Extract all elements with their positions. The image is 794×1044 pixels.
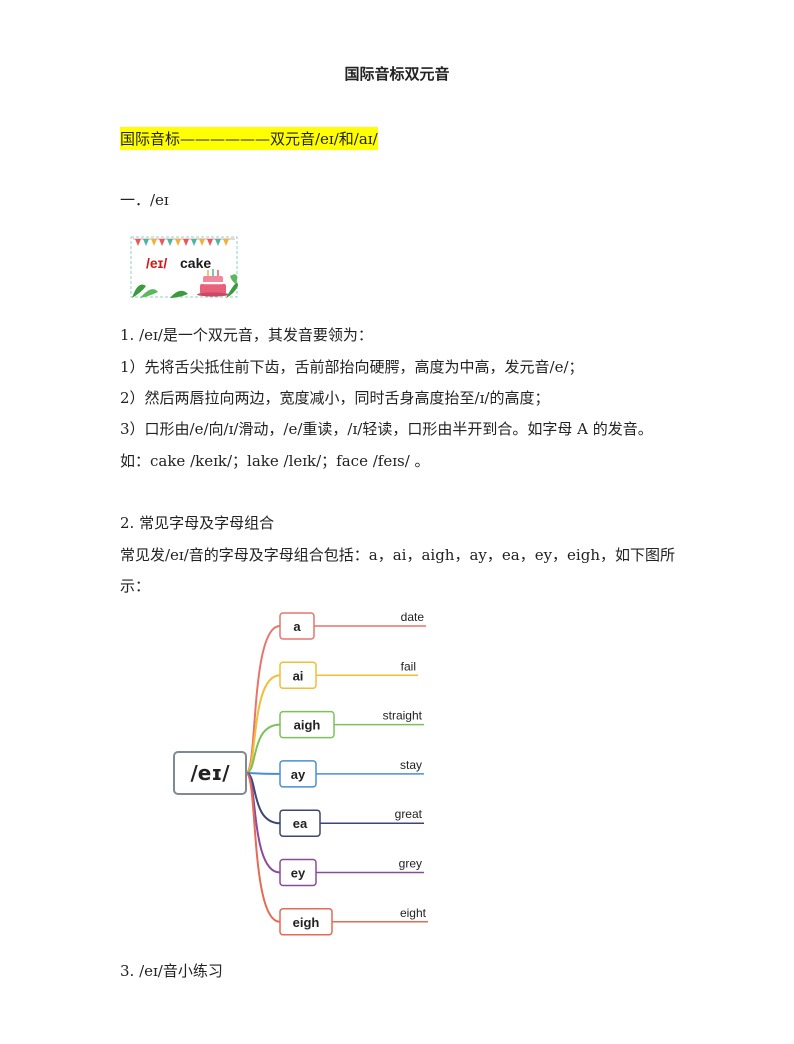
branch-connector <box>245 772 281 923</box>
branch-word: fail <box>401 659 416 673</box>
branch-key: eigh <box>293 915 320 930</box>
mind-map: a date ai fail aigh straight ay stay ea great ey gr… <box>170 600 440 940</box>
branch-key: ay <box>291 767 306 782</box>
branch-key: aigh <box>294 718 321 733</box>
paragraph-5: 如：cake /keɪk/；lake /leɪk/；face /feɪs/ 。 <box>120 452 430 470</box>
root-label: /eɪ/ <box>190 761 230 785</box>
branch-node <box>279 661 317 690</box>
paragraph-8: 示： <box>120 577 151 595</box>
branch-node <box>279 908 333 936</box>
branch-node <box>279 809 321 837</box>
leaf-decoration <box>132 274 238 298</box>
mind-map-svg: a date ai fail aigh straight ay stay ea great ey gr… <box>173 610 428 936</box>
card-word: cake <box>180 255 211 271</box>
section-heading: 一．/eɪ <box>120 191 169 209</box>
branch-word: date <box>401 610 425 624</box>
paragraph-2: 1）先将舌尖抵住前下齿，舌前部抬向硬腭，高度为中高，发元音/e/； <box>120 358 584 376</box>
paragraph-6: 2. 常见字母及字母组合 <box>120 514 275 532</box>
branch-word: stay <box>400 758 422 772</box>
branch-key: ey <box>291 866 306 881</box>
branch-node <box>279 612 315 640</box>
bunting-decoration <box>133 238 235 246</box>
branch-key: ea <box>293 816 308 831</box>
paragraph-1: 1. /eɪ/是一个双元音，其发音要领为： <box>120 326 373 344</box>
branch-connector <box>245 674 281 774</box>
cake-illustration: /eɪ/ cake <box>130 236 238 298</box>
branch-node <box>279 858 317 887</box>
branch-node <box>279 710 335 739</box>
branch-key: a <box>293 619 301 634</box>
branch-connector <box>245 625 281 774</box>
card-phonetic: /eɪ/ <box>146 255 167 271</box>
branch-word: eight <box>400 906 427 920</box>
paragraph-3: 2）然后两唇拉向两边，宽度减小，同时舌身高度抬至/ɪ/的高度； <box>120 389 550 407</box>
branch-word: great <box>395 807 423 821</box>
branch-word: grey <box>399 857 422 871</box>
page-title: 国际音标双元音 <box>344 65 450 83</box>
paragraph-4: 3）口形由/e/向/ɪ/滑动，/e/重读，/ɪ/轻读，口形由半开到合。如字母 A… <box>120 420 653 438</box>
root-node <box>173 751 247 795</box>
branch-word: straight <box>383 709 423 723</box>
branch-connector <box>245 723 281 774</box>
branch-node <box>279 760 317 788</box>
paragraph-7: 常见发/eɪ/音的字母及字母组合包括：a，ai，aigh，ay，ea，ey，ei… <box>120 546 675 564</box>
paragraph-9: 3. /eɪ/音小练习 <box>120 962 223 980</box>
highlighted-heading: 国际音标——————双元音/eɪ/和/aɪ/ <box>120 127 378 150</box>
branch-connector <box>245 772 281 775</box>
cake-icon <box>197 269 229 297</box>
branch-key: ai <box>293 668 304 683</box>
